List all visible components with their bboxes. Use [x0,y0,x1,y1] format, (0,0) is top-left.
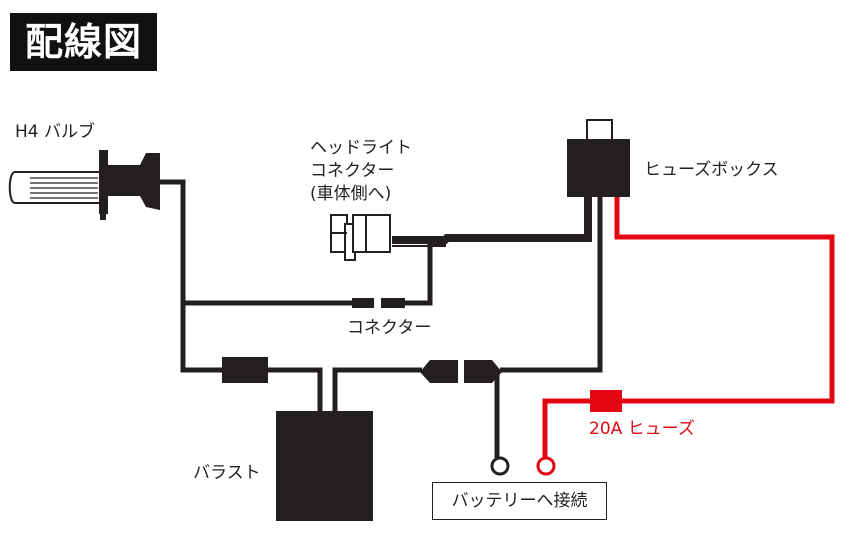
connector-to-headlight-wire [405,240,445,306]
title-banner: 配線図 [10,13,157,71]
fusebox-power-wire [500,195,603,373]
headlight-cable [392,193,592,244]
battery-connection-box: バッテリーへ接続 [432,482,607,520]
inline-connector-icon [352,298,405,308]
headlight-connector-label-line1: ヘッドライト [310,138,412,158]
bulb-wire [160,179,225,373]
fuse-label: 20A ヒューズ [589,419,695,439]
headlight-connector-label-line2: コネクター [310,161,395,181]
power-connector-icon [420,360,502,383]
headlight-connector-icon [330,214,391,261]
positive-wire-lower [542,398,590,458]
battery-positive-terminal-icon [536,456,556,476]
ballast-icon [276,411,373,521]
fuse-20a-icon [590,390,622,412]
ballast-wire-right [332,367,422,412]
headlight-connector-label-line3: (車体側へ) [310,184,392,204]
fuse-box-icon [567,119,630,197]
positive-wire-upper [614,196,835,404]
ballast-wire-left [268,367,323,412]
bulb-label: H4 バルブ [15,122,96,142]
ballast-inline-block [222,357,268,383]
page-title: 配線図 [24,20,142,64]
h4-bulb-icon [8,150,160,220]
ballast-label: バラスト [193,463,261,483]
connector-label: コネクター [347,318,432,338]
battery-negative-terminal-icon [490,456,510,476]
battery-label: バッテリーへ接続 [451,491,588,511]
headlight-cable-thin [392,240,446,247]
fuse-box-label: ヒューズボックス [644,160,779,180]
